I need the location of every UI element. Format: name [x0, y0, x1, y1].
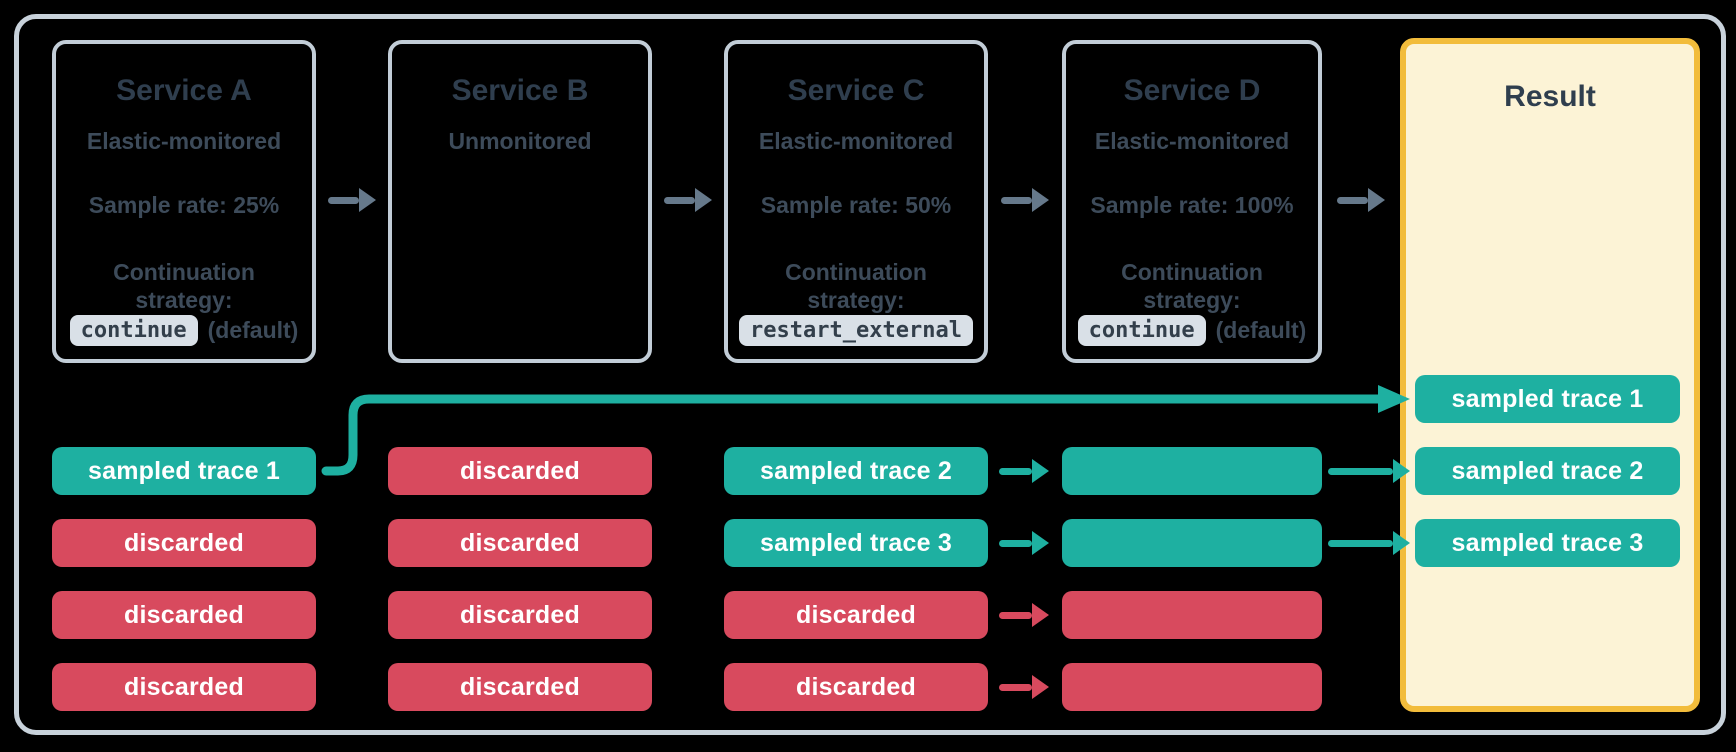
strategy-default-label: (default)	[207, 317, 299, 343]
arrow-right-icon	[999, 602, 1049, 628]
trace-pill: discarded	[388, 591, 652, 639]
trace-pill: discarded	[388, 663, 652, 711]
arrow-right-icon	[1328, 530, 1410, 556]
service-sample-rate: Sample rate: 100%	[1090, 192, 1294, 218]
trace-pill: discarded	[724, 663, 988, 711]
continuation-label-line2: strategy:	[135, 287, 233, 313]
arrow-shaft	[1337, 196, 1368, 204]
arrow-right-icon	[1001, 188, 1049, 212]
trace-pill: sampled trace 3	[724, 519, 988, 567]
arrow-head	[359, 188, 376, 212]
result-trace-pill: sampled trace 3	[1415, 519, 1680, 567]
arrow-head	[1368, 188, 1385, 212]
container-border	[14, 14, 1726, 735]
arrow-right-icon	[999, 530, 1049, 556]
arrow-head	[1393, 459, 1410, 483]
trace-pill: discarded	[388, 519, 652, 567]
trace-pill: discarded	[388, 447, 652, 495]
service-box-a: Service A Elastic-monitored Sample rate:…	[52, 40, 316, 363]
arrow-shaft	[999, 683, 1032, 691]
arrow-shaft	[1328, 539, 1393, 547]
service-box-b: Service B Unmonitored	[388, 40, 652, 363]
service-box-d: Service D Elastic-monitored Sample rate:…	[1062, 40, 1322, 363]
trace-pill: discarded	[52, 519, 316, 567]
arrow-head	[1032, 188, 1049, 212]
arrow-right-icon	[999, 458, 1049, 484]
continuation-label-line1: Continuation	[1121, 259, 1263, 285]
arrow-shaft	[664, 196, 695, 204]
trace-pill: discarded	[52, 663, 316, 711]
continuation-label-line1: Continuation	[785, 259, 927, 285]
service-title: Service A	[116, 74, 252, 107]
strategy-code-chip: continue	[1077, 315, 1206, 346]
arrow-right-icon	[1337, 188, 1385, 212]
strategy-code-chip: restart_external	[739, 315, 973, 346]
service-title: Service C	[787, 74, 925, 107]
arrow-shaft	[999, 467, 1032, 475]
arrow-right-icon	[1328, 458, 1410, 484]
arrow-shaft	[999, 611, 1032, 619]
strategy-row: continue (default)	[1066, 315, 1318, 346]
arrow-head	[1032, 603, 1049, 627]
trace-pill: sampled trace 1	[52, 447, 316, 495]
service-monitoring-label: Elastic-monitored	[86, 128, 282, 154]
arrow-right-icon	[328, 188, 376, 212]
result-trace-pill: sampled trace 1	[1415, 375, 1680, 423]
result-trace-pill: sampled trace 2	[1415, 447, 1680, 495]
arrow-shaft	[999, 539, 1032, 547]
service-sample-rate: Sample rate: 50%	[760, 192, 952, 218]
arrow-head	[1032, 459, 1049, 483]
service-title: Service B	[451, 74, 589, 107]
arrow-head	[1393, 531, 1410, 555]
service-box-c: Service C Elastic-monitored Sample rate:…	[724, 40, 988, 363]
service-sample-rate: Sample rate: 25%	[88, 192, 280, 218]
service-monitoring-label: Elastic-monitored	[758, 128, 954, 154]
continuation-label-line2: strategy:	[1143, 287, 1241, 313]
trace-bar	[1062, 663, 1322, 711]
arrow-shaft	[1001, 196, 1032, 204]
trace-bar	[1062, 519, 1322, 567]
arrow-head	[1032, 531, 1049, 555]
arrow-head	[1032, 675, 1049, 699]
service-monitoring-label: Unmonitored	[448, 128, 592, 154]
trace-pill: sampled trace 2	[724, 447, 988, 495]
result-title: Result	[1504, 80, 1596, 113]
service-title: Service D	[1123, 74, 1261, 107]
trace-pill: discarded	[724, 591, 988, 639]
strategy-code-chip: continue	[69, 315, 198, 346]
arrow-right-icon	[664, 188, 712, 212]
arrow-right-icon	[999, 674, 1049, 700]
service-monitoring-label: Elastic-monitored	[1094, 128, 1290, 154]
trace-pill: discarded	[52, 591, 316, 639]
arrow-shaft	[1328, 467, 1393, 475]
continuation-label-line2: strategy:	[807, 287, 905, 313]
strategy-row: continue (default)	[56, 315, 312, 346]
arrow-head	[695, 188, 712, 212]
trace-bar	[1062, 591, 1322, 639]
strategy-row: restart_external	[728, 315, 984, 346]
trace-bar	[1062, 447, 1322, 495]
continuation-label-line1: Continuation	[113, 259, 255, 285]
arrow-shaft	[328, 196, 359, 204]
strategy-default-label: (default)	[1215, 317, 1307, 343]
